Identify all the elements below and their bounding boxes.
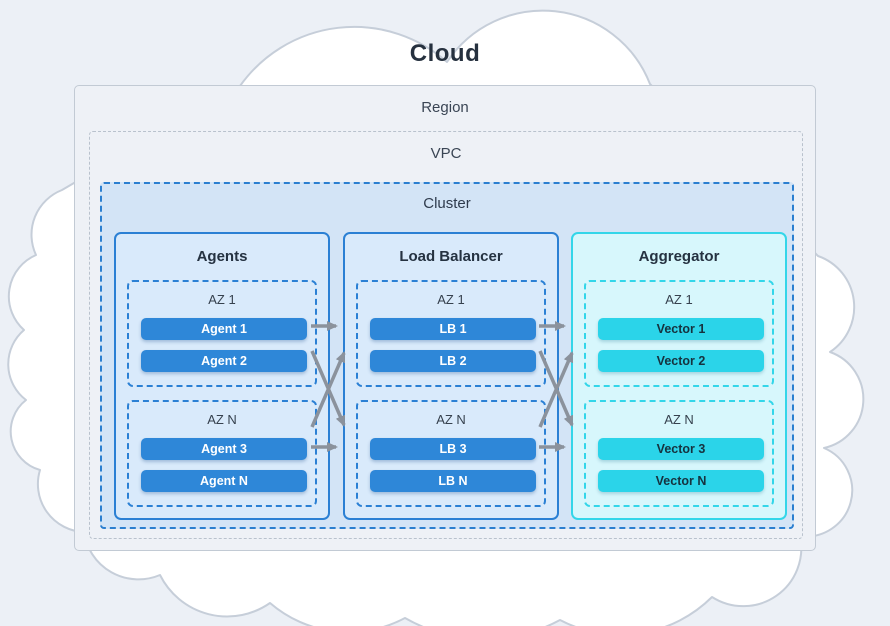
aggregator-column: Aggregator AZ 1 Vector 1 Vector 2 AZ N V…	[571, 232, 787, 520]
node-item: Vector 1	[598, 318, 764, 340]
node-item: LB 3	[370, 438, 536, 460]
node-item: LB N	[370, 470, 536, 492]
cluster-container: Cluster Agents AZ 1 Agent 1 Agent 2 AZ N…	[100, 182, 794, 529]
node-item: Vector 2	[598, 350, 764, 372]
az-label: AZ N	[664, 412, 694, 427]
az-zone: AZ N Vector 3 Vector N	[584, 400, 774, 507]
vpc-label: VPC	[430, 145, 462, 162]
column-title: Agents	[196, 248, 248, 265]
az-zone: AZ N LB 3 LB N	[356, 400, 546, 507]
az-label: AZ N	[207, 412, 237, 427]
node-item: LB 2	[370, 350, 536, 372]
az-label: AZ N	[436, 412, 466, 427]
load-balancer-column: Load Balancer AZ 1 LB 1 LB 2 AZ N LB 3 L…	[343, 232, 559, 520]
node-item: Vector 3	[598, 438, 764, 460]
node-item: Vector N	[598, 470, 764, 492]
region-container: Region VPC Cluster Agents AZ 1 Agent 1 A…	[74, 85, 816, 551]
vpc-container: VPC Cluster Agents AZ 1 Agent 1 Agent 2 …	[89, 131, 803, 539]
az-label: AZ 1	[665, 292, 693, 307]
az-zone: AZ 1 Agent 1 Agent 2	[127, 280, 317, 387]
node-item: Agent 1	[141, 318, 307, 340]
az-zone: AZ N Agent 3 Agent N	[127, 400, 317, 507]
column-title: Load Balancer	[399, 248, 503, 265]
node-item: Agent 2	[141, 350, 307, 372]
node-item: Agent 3	[141, 438, 307, 460]
az-zone: AZ 1 Vector 1 Vector 2	[584, 280, 774, 387]
cloud-title: Cloud	[409, 40, 481, 67]
node-item: Agent N	[141, 470, 307, 492]
agents-column: Agents AZ 1 Agent 1 Agent 2 AZ N Agent 3…	[114, 232, 330, 520]
az-label: AZ 1	[208, 292, 236, 307]
cluster-label: Cluster	[423, 195, 471, 212]
az-zone: AZ 1 LB 1 LB 2	[356, 280, 546, 387]
region-label: Region	[421, 99, 469, 116]
az-label: AZ 1	[437, 292, 465, 307]
column-title: Aggregator	[638, 248, 720, 265]
node-item: LB 1	[370, 318, 536, 340]
